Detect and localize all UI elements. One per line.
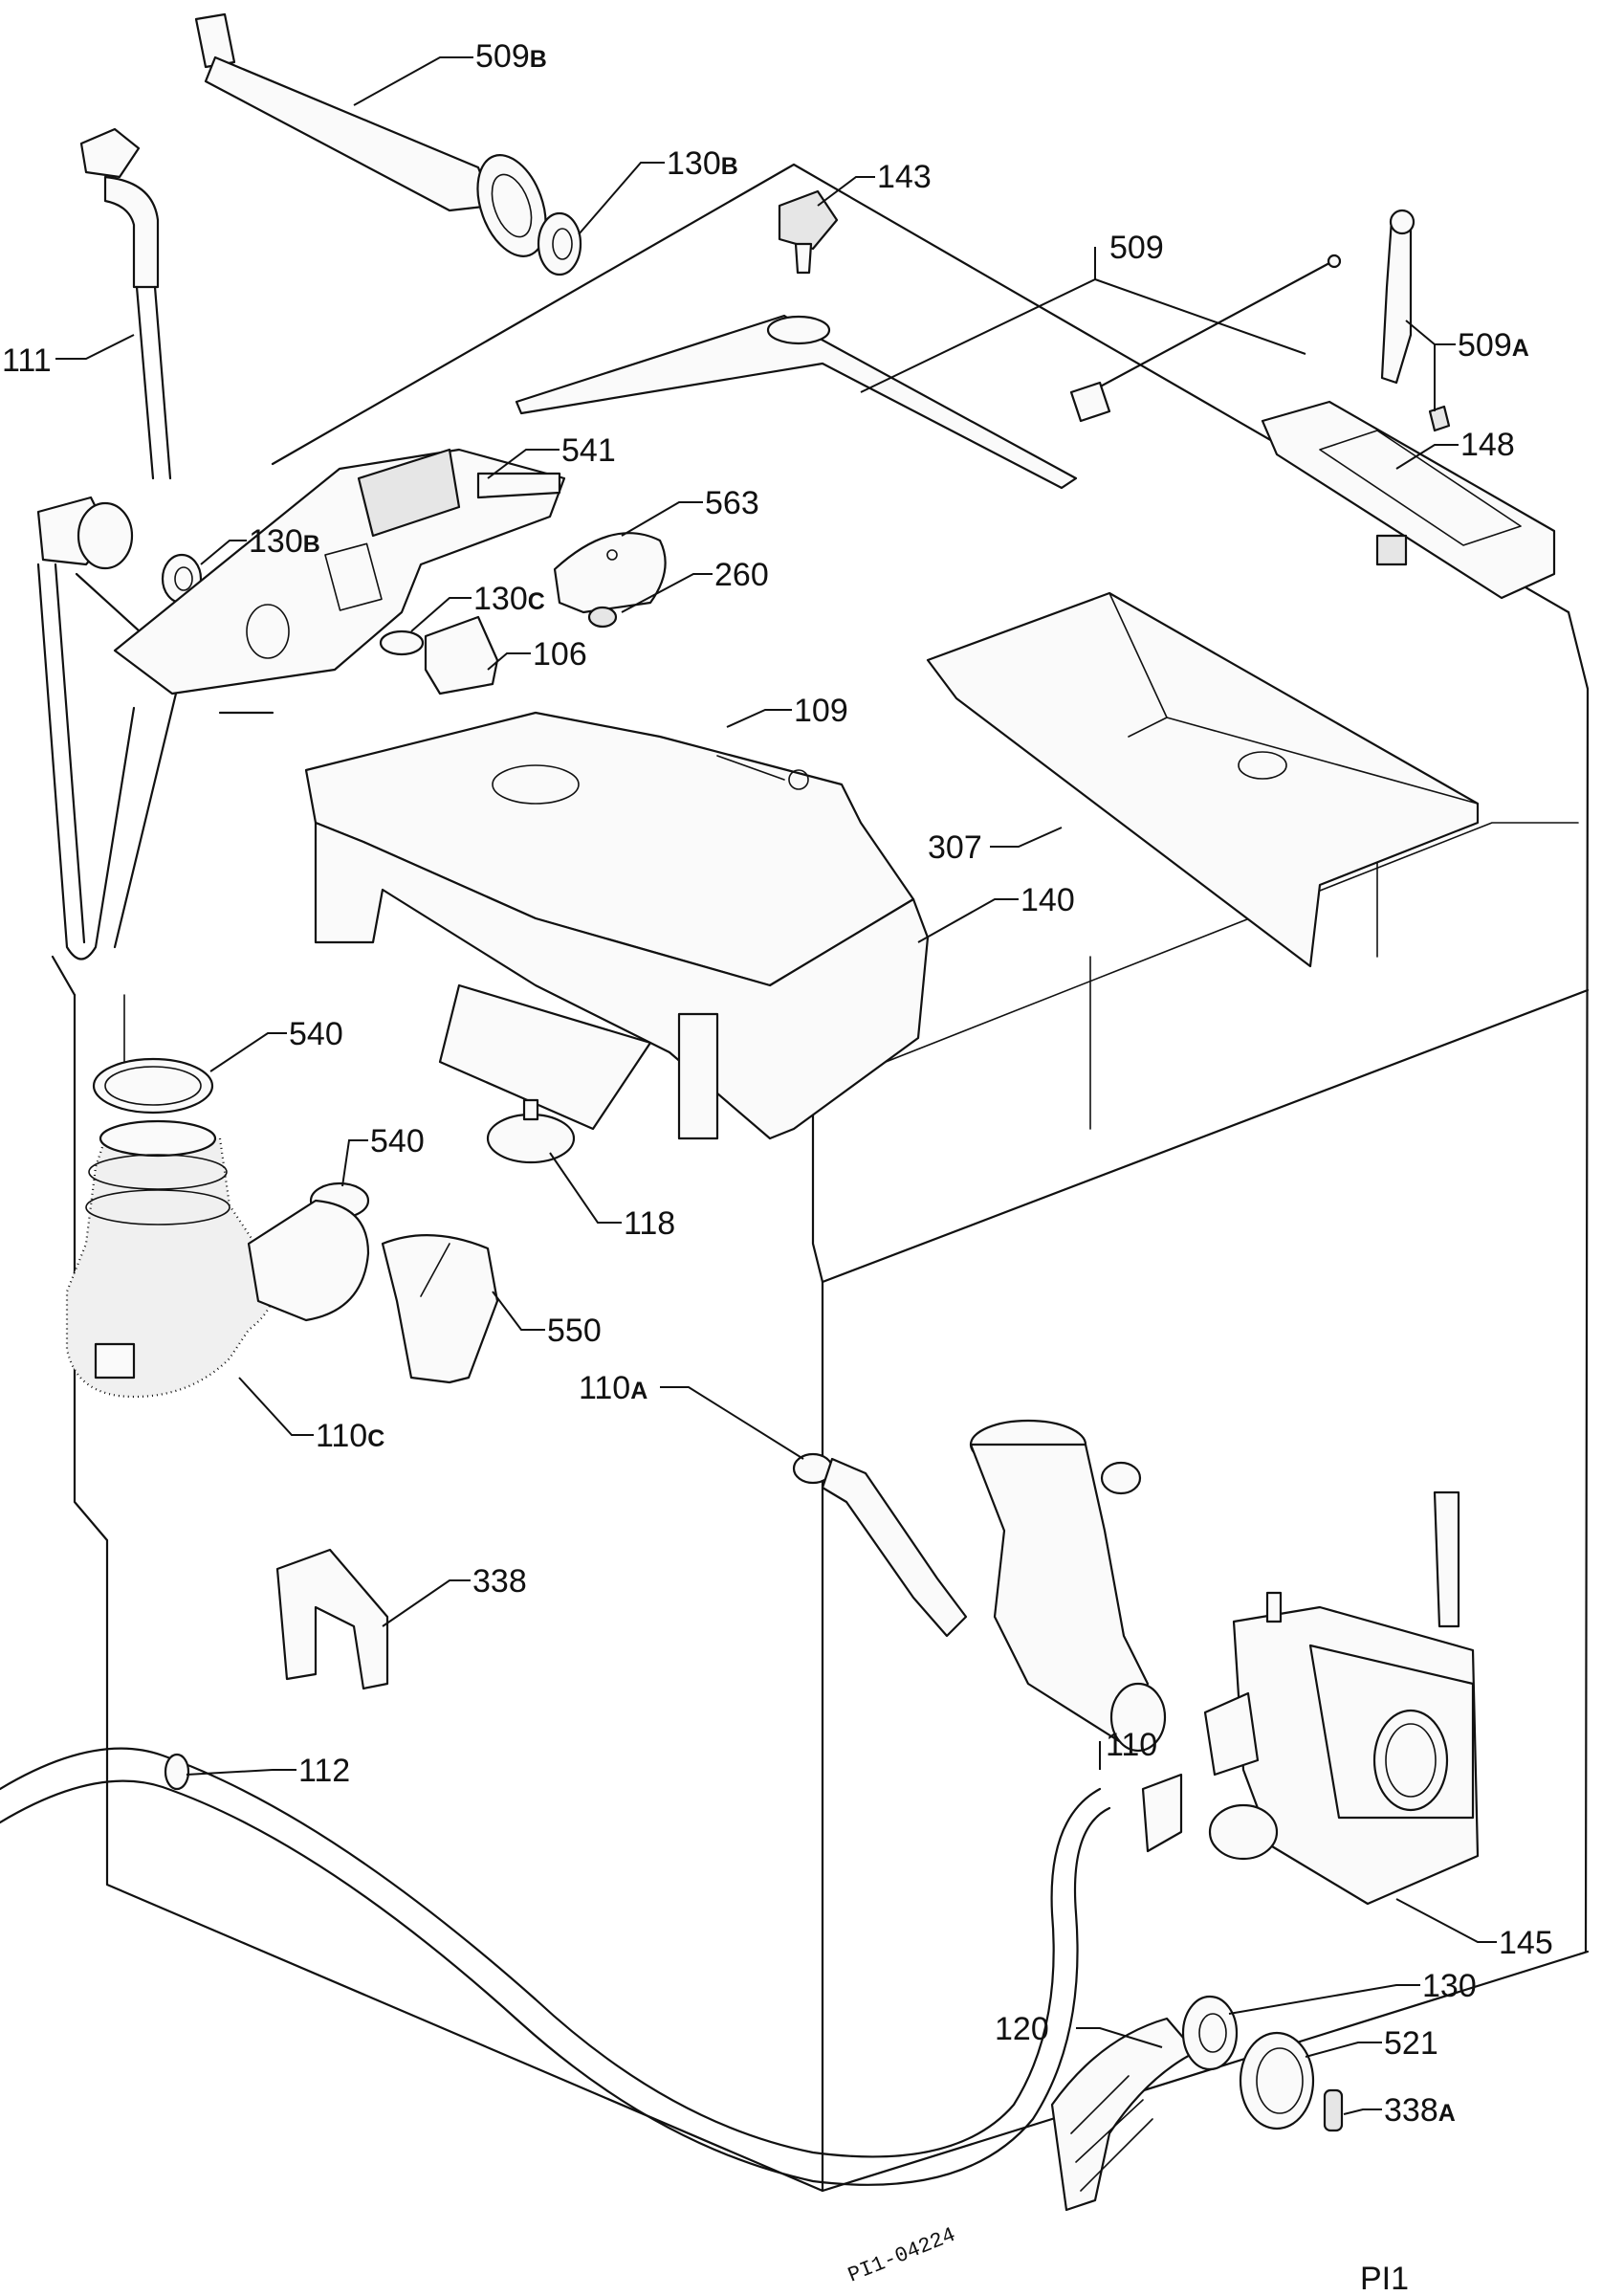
part-130-cap — [1181, 1995, 1239, 2071]
part-338a-plug — [1323, 2088, 1344, 2132]
part-509-rod — [1069, 254, 1342, 423]
part-130b-nut-top — [537, 211, 582, 276]
label-110c: 110C — [316, 1418, 384, 1454]
part-307-drawer — [926, 591, 1480, 968]
label-521: 521 — [1384, 2025, 1438, 2062]
part-550-bracket — [381, 1234, 499, 1384]
part-541-valve-bracket — [113, 448, 566, 695]
part-110a-hose — [792, 1452, 968, 1638]
label-110a: 110A — [579, 1370, 647, 1406]
label-118: 118 — [624, 1205, 675, 1242]
label-120: 120 — [995, 2011, 1049, 2047]
drawing-code: PI1-04224 — [845, 2223, 959, 2288]
label-140: 140 — [1020, 882, 1075, 918]
part-509a-catch — [1380, 209, 1451, 432]
label-112: 112 — [298, 1753, 350, 1789]
label-509b: 509B — [475, 38, 547, 75]
part-148-drawer-front — [1261, 400, 1556, 600]
label-338a: 338A — [1384, 2092, 1456, 2129]
leader-lines — [55, 56, 1497, 2115]
label-260: 260 — [714, 557, 769, 593]
part-521-seal — [1239, 2031, 1315, 2130]
label-109: 109 — [794, 693, 848, 729]
page-code: PI1 — [1360, 2261, 1409, 2296]
label-541: 541 — [561, 432, 616, 469]
label-563: 563 — [705, 485, 759, 521]
label-106: 106 — [533, 636, 587, 673]
part-118-impeller — [486, 1098, 576, 1164]
part-130c-spring — [379, 629, 425, 656]
label-145: 145 — [1499, 1925, 1553, 1961]
label-130b-top: 130B — [667, 145, 738, 182]
label-148: 148 — [1460, 427, 1515, 463]
part-110-sump-hose — [969, 1419, 1167, 1753]
part-106-clip — [424, 615, 499, 695]
label-509a: 509A — [1458, 327, 1529, 364]
part-143-knob — [778, 189, 839, 275]
label-111: 111 — [2, 342, 52, 379]
label-540-a: 540 — [289, 1016, 343, 1052]
part-563-cover — [553, 532, 667, 614]
part-pump-elbow — [1141, 1773, 1183, 1853]
part-260-spring — [587, 606, 618, 629]
part-120-filter — [1050, 2017, 1197, 2212]
part-110c-elbow — [247, 1199, 370, 1322]
part-509b-inlet-pipe — [194, 12, 547, 257]
part-111-inlet-hose — [36, 127, 184, 960]
part-labels: 509B 130B 143 509 509A 111 148 541 563 1… — [2, 38, 1553, 2296]
part-112-drain-hose — [0, 1747, 1111, 2186]
label-509: 509 — [1109, 230, 1164, 266]
part-110c-bellows — [65, 1119, 275, 1399]
part-509-lever — [515, 314, 1078, 490]
label-307: 307 — [928, 829, 982, 866]
part-338-clip — [275, 1548, 389, 1690]
label-338: 338 — [472, 1563, 527, 1600]
label-550: 550 — [547, 1313, 602, 1349]
part-140-dispenser-body — [314, 821, 930, 1140]
label-143: 143 — [877, 159, 932, 195]
label-130: 130 — [1422, 1968, 1477, 2004]
label-110: 110 — [1106, 1727, 1157, 1763]
label-130b-mid: 130B — [249, 523, 320, 560]
part-145-pump — [1203, 1490, 1480, 1906]
label-130c: 130C — [473, 581, 545, 617]
label-540-b: 540 — [370, 1123, 425, 1159]
part-540-clamp-a — [92, 1057, 214, 1115]
